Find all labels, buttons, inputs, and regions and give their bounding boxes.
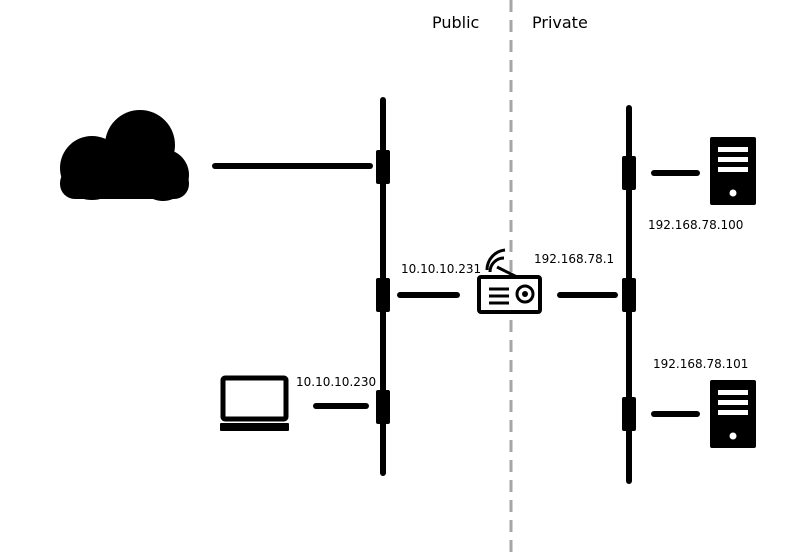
laptop-icon bbox=[220, 375, 289, 431]
router-private-ip-label: 192.168.78.1 bbox=[534, 252, 614, 266]
router-icon bbox=[477, 248, 542, 314]
laptop-ip-label: 10.10.10.230 bbox=[296, 375, 376, 389]
private-bus-port-router bbox=[622, 278, 636, 312]
public-bus-port-internet bbox=[376, 150, 390, 184]
public-zone-label: Public bbox=[432, 13, 479, 32]
private-bus-port-server-1 bbox=[622, 156, 636, 190]
router-public-ip-label: 10.10.10.231 bbox=[401, 262, 481, 276]
server-icon bbox=[710, 137, 756, 205]
cloud-icon bbox=[60, 110, 189, 201]
server-1-ip-label: 192.168.78.100 bbox=[648, 218, 743, 232]
public-bus-port-router bbox=[376, 278, 390, 312]
public-bus-port-laptop bbox=[376, 390, 390, 424]
private-zone-label: Private bbox=[532, 13, 588, 32]
server-icon bbox=[710, 380, 756, 448]
private-bus-port-server-2 bbox=[622, 397, 636, 431]
server-2-ip-label: 192.168.78.101 bbox=[653, 357, 748, 371]
